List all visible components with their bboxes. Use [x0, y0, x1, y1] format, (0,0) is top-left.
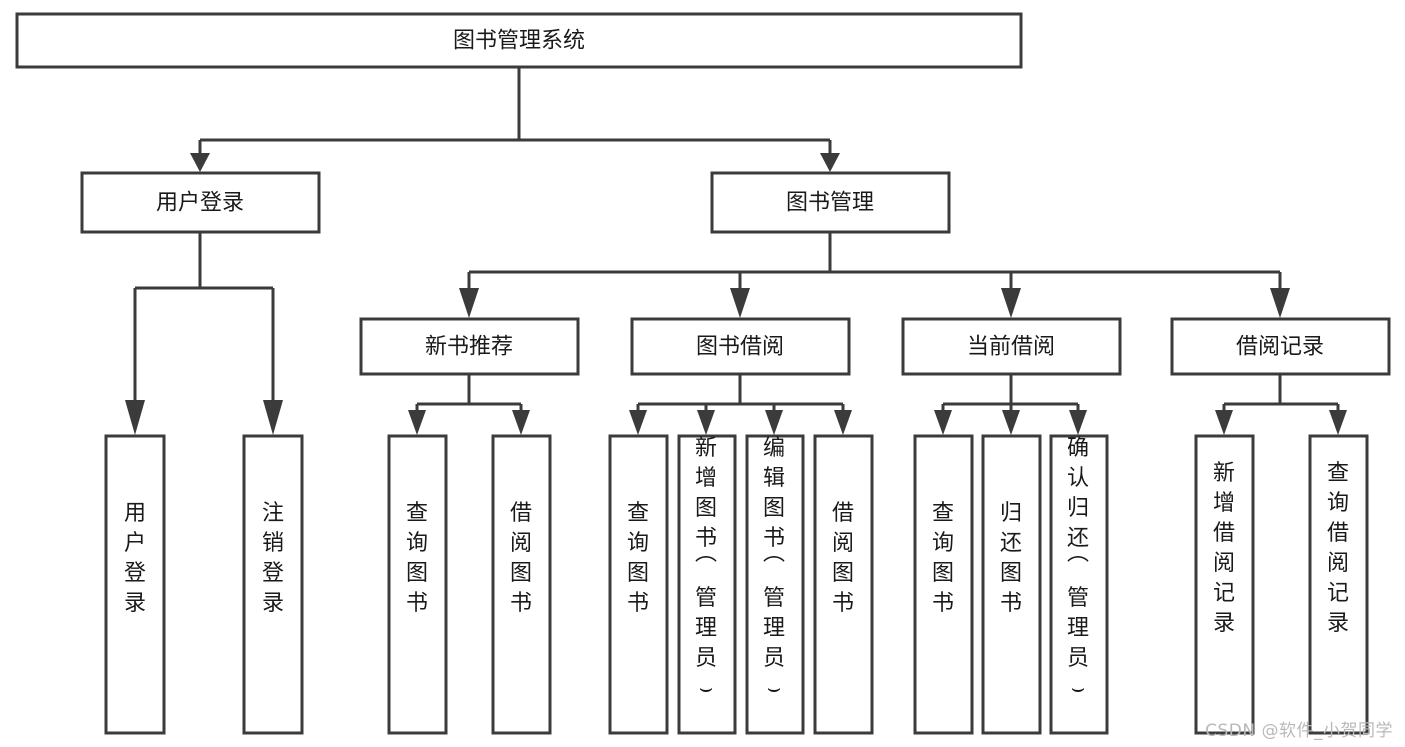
arrow-head-leaf-query-book-2 — [629, 410, 647, 435]
leaf-nodes-layer: 用户登录 注销登录 查询图书 借阅图书 查询图书 新 — [104, 434, 1369, 735]
leaf-node-borrow-book-1-box[interactable] — [491, 434, 552, 735]
leaf-node-add-book-label: 新增图书⌒管理员⌣ — [695, 436, 717, 701]
leaf-node-query-record-label: 查询借阅记录 — [1327, 461, 1349, 636]
leaf-node-borrow-book-2-box[interactable] — [813, 434, 874, 735]
node-current-borrow[interactable]: 当前借阅 — [901, 317, 1122, 376]
node-book-borrow-box[interactable] — [630, 317, 851, 376]
leaf-node-confirm-return-box[interactable] — [1049, 434, 1109, 735]
arrow-head-new-book-recommend — [459, 288, 479, 318]
node-new-book-recommend-label: 新书推荐 — [425, 335, 513, 360]
arrow-head-leaf-query-book-1 — [408, 410, 426, 435]
connector-layer — [125, 67, 1347, 435]
leaf-node-add-record[interactable]: 新增借阅记录 — [1194, 434, 1255, 735]
node-borrow-record-box[interactable] — [1170, 317, 1391, 376]
leaf-node-query-book-3[interactable]: 查询图书 — [913, 434, 974, 735]
leaf-node-query-book-2-box[interactable] — [608, 434, 669, 735]
leaf-node-add-book-box[interactable] — [677, 434, 737, 735]
node-book-borrow-label: 图书借阅 — [696, 335, 784, 360]
arrow-head-leaf-add-record — [1215, 410, 1233, 435]
arrow-head-leaf-borrow-book-1 — [512, 410, 530, 435]
arrow-head-book-manage — [820, 153, 840, 172]
arrow-head-leaf-add-book — [697, 410, 715, 435]
leaf-node-user-logout-label: 注销登录 — [262, 501, 284, 616]
leaf-node-query-record-box[interactable] — [1308, 434, 1369, 735]
leaf-node-edit-book-label: 编辑图书⌒管理员⌣ — [763, 436, 785, 701]
leaf-node-user-login-label: 用户登录 — [124, 501, 146, 616]
node-book-manage-label: 图书管理 — [786, 191, 874, 216]
node-user-login-box[interactable] — [80, 171, 321, 234]
leaf-node-user-logout-box[interactable] — [242, 434, 304, 735]
leaf-node-edit-book-box[interactable] — [745, 434, 805, 735]
leaf-node-return-book-label: 归还图书 — [1000, 501, 1022, 616]
arrow-head-user-login — [190, 153, 210, 172]
arrow-head-leaf-query-book-3 — [934, 410, 952, 435]
leaf-node-confirm-return[interactable]: 确认归还⌒管理员⌣ — [1049, 434, 1109, 735]
node-user-login-label: 用户登录 — [156, 191, 244, 216]
leaf-node-query-book-1-label: 查询图书 — [406, 501, 428, 616]
leaf-node-add-record-label: 新增借阅记录 — [1213, 461, 1235, 636]
node-book-manage-box[interactable] — [710, 171, 951, 234]
leaf-node-user-login-box[interactable] — [104, 434, 166, 735]
leaf-node-query-book-3-box[interactable] — [913, 434, 974, 735]
node-new-book-recommend[interactable]: 新书推荐 — [359, 317, 580, 376]
leaf-node-query-book-1-box[interactable] — [387, 434, 448, 735]
leaf-node-borrow-book-2[interactable]: 借阅图书 — [813, 434, 874, 735]
leaf-node-query-book-2-label: 查询图书 — [627, 501, 649, 616]
leaf-node-add-book[interactable]: 新增图书⌒管理员⌣ — [677, 434, 737, 735]
arrow-head-book-borrow — [730, 288, 750, 318]
arrow-head-current-borrow — [1001, 288, 1021, 318]
leaf-node-borrow-book-1-label: 借阅图书 — [510, 501, 532, 616]
node-new-book-recommend-box[interactable] — [359, 317, 580, 376]
leaf-node-confirm-return-label: 确认归还⌒管理员⌣ — [1067, 436, 1089, 701]
arrow-head-leaf-query-record — [1329, 410, 1347, 435]
node-borrow-record-label: 借阅记录 — [1236, 335, 1324, 360]
leaf-node-user-logout[interactable]: 注销登录 — [242, 434, 304, 735]
node-current-borrow-label: 当前借阅 — [967, 335, 1055, 360]
leaf-node-add-record-box[interactable] — [1194, 434, 1255, 735]
node-root-box[interactable] — [15, 12, 1023, 69]
leaf-node-query-book-1[interactable]: 查询图书 — [387, 434, 448, 735]
node-current-borrow-box[interactable] — [901, 317, 1122, 376]
node-book-manage[interactable]: 图书管理 — [710, 171, 951, 234]
leaf-node-return-book-box[interactable] — [981, 434, 1042, 735]
arrow-head-leaf-borrow-book-2 — [834, 410, 852, 435]
arrow-head-leaf-user-login — [125, 400, 145, 435]
leaf-node-user-login[interactable]: 用户登录 — [104, 434, 166, 735]
node-book-borrow[interactable]: 图书借阅 — [630, 317, 851, 376]
leaf-node-edit-book[interactable]: 编辑图书⌒管理员⌣ — [745, 434, 805, 735]
node-root[interactable]: 图书管理系统 — [15, 12, 1023, 69]
leaf-node-return-book[interactable]: 归还图书 — [981, 434, 1042, 735]
node-root-label: 图书管理系统 — [453, 29, 585, 54]
leaf-node-query-book-3-label: 查询图书 — [932, 501, 954, 616]
node-borrow-record[interactable]: 借阅记录 — [1170, 317, 1391, 376]
arrow-head-leaf-confirm-return — [1069, 410, 1087, 435]
leaf-node-query-record[interactable]: 查询借阅记录 — [1308, 434, 1369, 735]
leaf-node-borrow-book-2-label: 借阅图书 — [832, 501, 854, 616]
leaf-node-borrow-book-1[interactable]: 借阅图书 — [491, 434, 552, 735]
arrow-head-leaf-user-logout — [263, 400, 283, 435]
arrow-head-leaf-edit-book — [765, 410, 783, 435]
leaf-node-query-book-2[interactable]: 查询图书 — [608, 434, 669, 735]
arrow-head-leaf-return-book — [1002, 410, 1020, 435]
arrow-head-borrow-record — [1270, 288, 1290, 318]
node-user-login[interactable]: 用户登录 — [80, 171, 321, 234]
